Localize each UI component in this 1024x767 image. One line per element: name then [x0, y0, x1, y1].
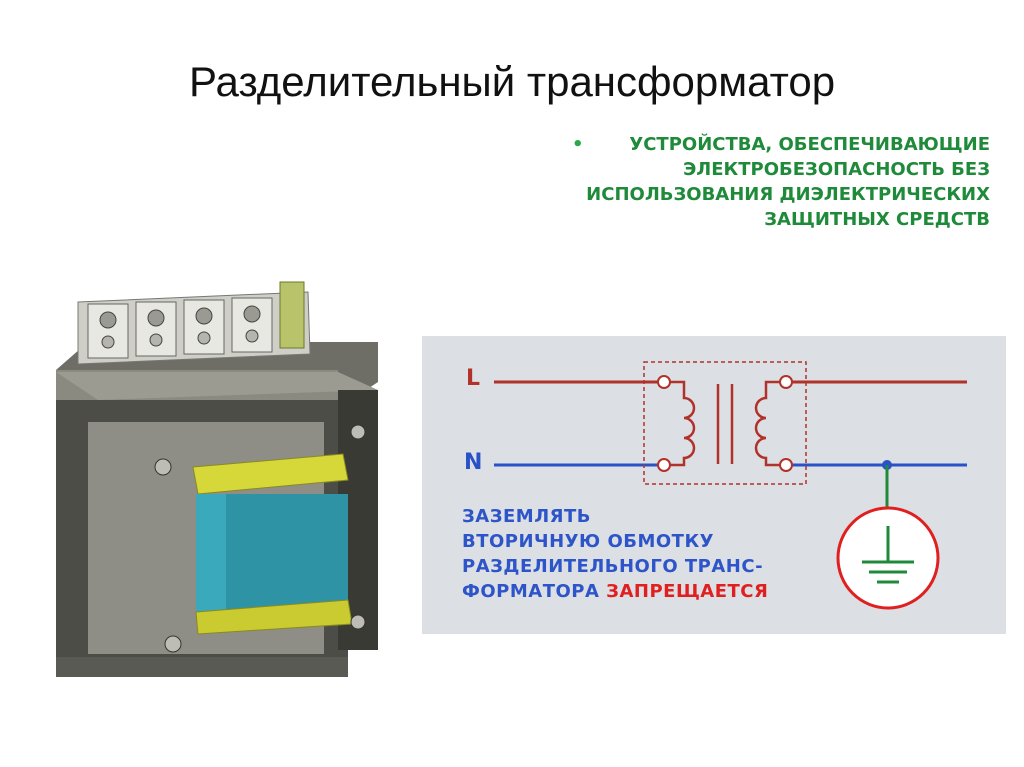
warning-emphasis: ЗАПРЕЩАЕТСЯ	[606, 581, 769, 602]
warning-line: ФОРМАТОРА ЗАПРЕЩАЕТСЯ	[462, 579, 842, 604]
terminal-primary-bottom	[657, 458, 671, 472]
terminal-secondary-top	[779, 375, 793, 389]
bullet-text: УСТРОЙСТВА, ОБЕСПЕЧИВАЮЩИЕ ЭЛЕКТРОБЕЗОПА…	[586, 134, 990, 230]
diagram-schematic	[494, 361, 967, 610]
terminal-primary-top	[657, 375, 671, 389]
wiring-diagram: L N ЗАЗЕМЛЯТЬ ВТОРИЧНУЮ ОБМОТКУ РАЗДЕЛИТ…	[422, 336, 1006, 634]
warning-line: РАЗДЕЛИТЕЛЬНОГО ТРАНС-	[462, 556, 764, 577]
phase-label: L	[466, 366, 481, 391]
bullet-item: • УСТРОЙСТВА, ОБЕСПЕЧИВАЮЩИЕ ЭЛЕКТРОБЕЗО…	[560, 132, 990, 232]
transformer-photo	[56, 281, 378, 677]
transformer-housing	[643, 361, 807, 485]
warning-line: ЗАЗЕМЛЯТЬ	[462, 506, 592, 527]
warning-line: ВТОРИЧНУЮ ОБМОТКУ	[462, 531, 715, 552]
bullet-marker: •	[572, 134, 584, 155]
warning-text: ЗАЗЕМЛЯТЬ ВТОРИЧНУЮ ОБМОТКУ РАЗДЕЛИТЕЛЬН…	[462, 504, 842, 604]
warning-line-blue: ФОРМАТОРА	[462, 581, 607, 602]
secondary-winding	[754, 380, 780, 467]
page-title: Разделительный трансформатор	[188, 58, 836, 105]
neutral-label: N	[464, 450, 483, 475]
primary-winding	[670, 380, 696, 467]
terminal-secondary-bottom	[779, 458, 793, 472]
terminal-screws	[87, 281, 305, 359]
